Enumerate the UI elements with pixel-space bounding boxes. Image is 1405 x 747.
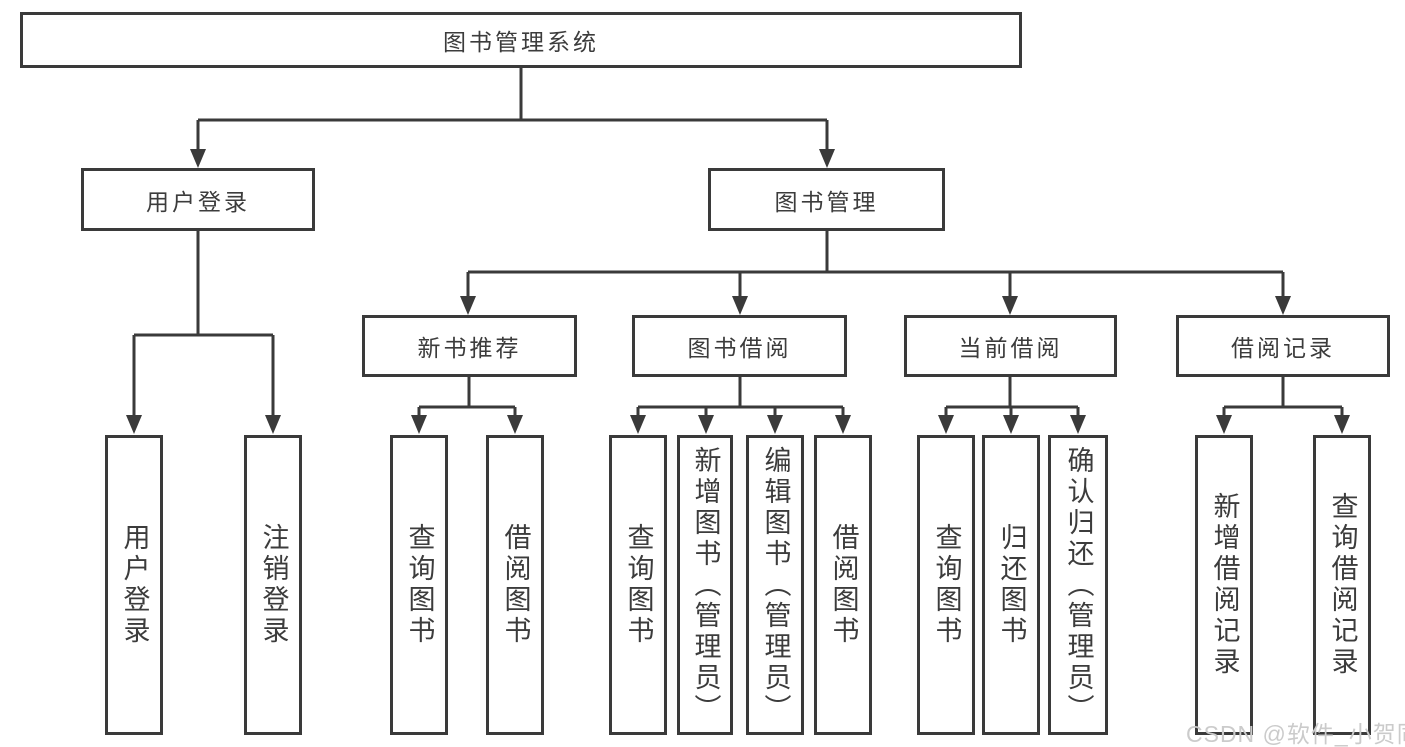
leaf-add-borrow-record: 新增借阅记录 (1195, 435, 1253, 735)
node-book-borrowing: 图书借阅 (632, 315, 847, 377)
leaf-return-books: 归还图书 (982, 435, 1040, 735)
leaf-query-books-current: 查询图书 (917, 435, 975, 735)
node-library-management-system: 图书管理系统 (20, 12, 1022, 68)
leaf-logout: 注销登录 (244, 435, 302, 735)
node-borrowing-records: 借阅记录 (1176, 315, 1390, 377)
node-new-book-recommend: 新书推荐 (362, 315, 577, 377)
node-book-management: 图书管理 (708, 168, 945, 231)
leaf-query-borrow-record: 查询借阅记录 (1313, 435, 1371, 735)
leaf-edit-books-admin: 编辑图书（管理员） (746, 435, 804, 735)
node-user-login: 用户登录 (81, 168, 315, 231)
leaf-add-books-admin: 新增图书（管理员） (677, 435, 733, 735)
csdn-watermark: CSDN @软件_小贺同学 (1186, 721, 1405, 747)
leaf-confirm-return-admin: 确认归还（管理员） (1048, 435, 1108, 735)
arrowheads (126, 149, 1350, 434)
node-current-borrowing: 当前借阅 (904, 315, 1117, 377)
leaf-borrow-books-recommend: 借阅图书 (486, 435, 544, 735)
leaf-borrow-books: 借阅图书 (814, 435, 872, 735)
leaf-query-books-recommend: 查询图书 (390, 435, 448, 735)
leaf-user-login: 用户登录 (105, 435, 163, 735)
leaf-query-books-borrow: 查询图书 (609, 435, 667, 735)
